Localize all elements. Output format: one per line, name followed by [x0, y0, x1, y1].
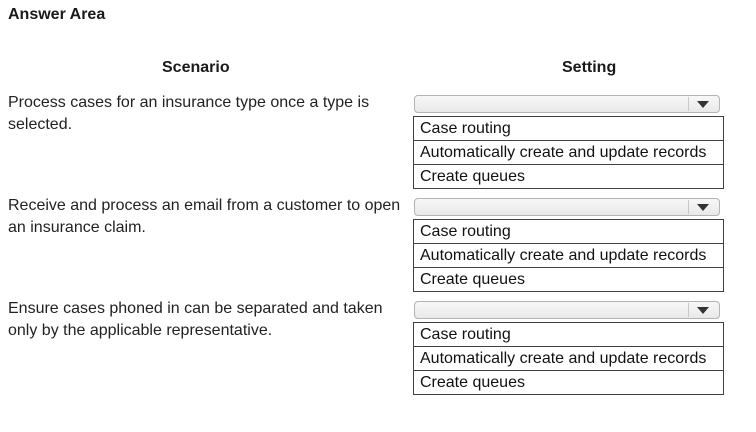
option-case-routing[interactable]: Case routing: [414, 117, 723, 141]
option-create-queues[interactable]: Create queues: [420, 168, 525, 185]
chevron-down-icon: [697, 306, 709, 314]
option-list-1: Case routing Automatically create and up…: [413, 116, 724, 189]
option-case-routing[interactable]: Case routing: [414, 323, 723, 347]
setting-dropdown-2: Case routing Automatically create and up…: [413, 198, 724, 292]
option-auto-create-update-records[interactable]: Automatically create and update records: [414, 141, 723, 165]
scenario-column-header: Scenario: [162, 59, 230, 76]
setting-dropdown-1: Case routing Automatically create and up…: [413, 95, 724, 189]
scenario-text-2: Receive and process an email from a cust…: [8, 197, 401, 236]
answer-area-title: Answer Area: [8, 6, 106, 23]
chevron-down-icon: [697, 100, 709, 108]
scenario-text-3: Ensure cases phoned in can be separated …: [8, 300, 383, 339]
setting-dropdown-3: Case routing Automatically create and up…: [413, 301, 724, 395]
dropdown-select-2[interactable]: [414, 198, 720, 216]
dropdown-arrow-button-3[interactable]: [688, 303, 717, 317]
chevron-down-icon: [697, 203, 709, 211]
option-auto-create-update-records[interactable]: Automatically create and update records: [414, 244, 723, 268]
option-create-queues[interactable]: Create queues: [420, 374, 525, 391]
dropdown-select-1[interactable]: [414, 95, 720, 113]
dropdown-arrow-button-1[interactable]: [688, 97, 717, 111]
setting-column-header: Setting: [562, 59, 617, 76]
dropdown-arrow-button-2[interactable]: [688, 200, 717, 214]
dropdown-select-3[interactable]: [414, 301, 720, 319]
option-list-2: Case routing Automatically create and up…: [413, 219, 724, 292]
scenario-text-1: Process cases for an insurance type once…: [8, 94, 370, 133]
option-create-queues[interactable]: Create queues: [420, 271, 525, 288]
option-auto-create-update-records[interactable]: Automatically create and update records: [414, 347, 723, 371]
option-list-3: Case routing Automatically create and up…: [413, 322, 724, 395]
option-case-routing[interactable]: Case routing: [414, 220, 723, 244]
